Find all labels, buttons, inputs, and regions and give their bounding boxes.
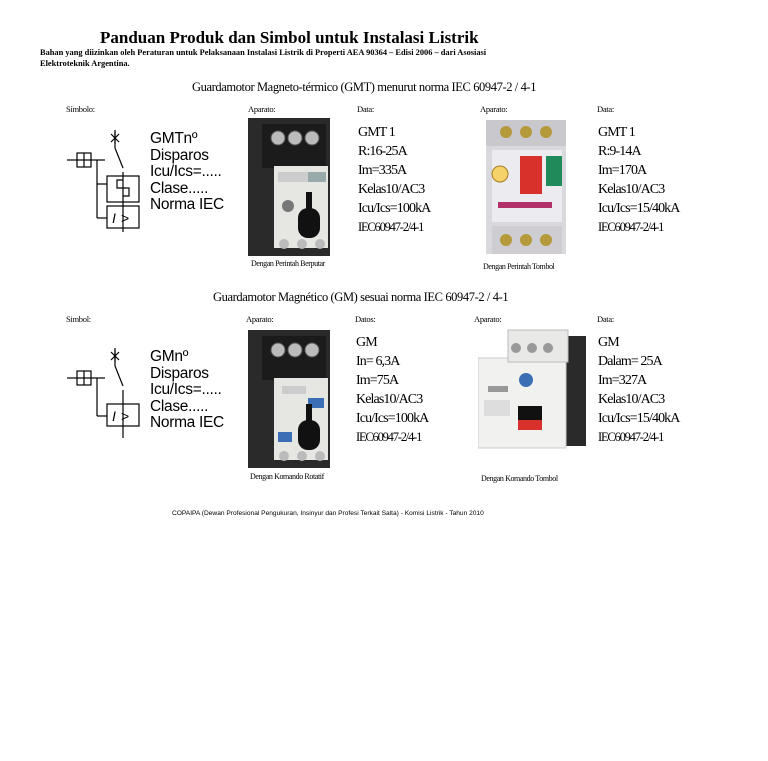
gm-data1-line: Kelas10/AC3 [356, 392, 423, 407]
gmt-symbol-label: Símbolo: [66, 104, 95, 114]
gmt-rotary-device-image [248, 116, 330, 256]
gm-caption2: Dengan Komando Tombol [481, 474, 558, 483]
gm-data1-line: Im=75A [356, 373, 399, 388]
gmt-symbol-line: Icu/Ics=..... [150, 163, 222, 180]
gmt-data2-line: R:9-14A [598, 144, 642, 159]
gm-rotary-device-image [248, 328, 330, 468]
gmt-symbol-diagram: I > [65, 128, 225, 236]
gm-symbol-line: Norma IEC [150, 414, 224, 431]
gmt-data1-line: Kelas10/AC3 [358, 182, 425, 197]
gmt-data1-line: Im=335A [358, 163, 407, 178]
gmt-data2-block: GMT 1 R:9-14A Im=170A Kelas10/AC3 Icu/Ic… [598, 123, 680, 237]
svg-text:>: > [121, 408, 129, 424]
gmt-data1-line: GMT 1 [358, 125, 396, 140]
gmt-data2-line: Icu/Ics=15/40kA [598, 201, 680, 216]
gmt-data2-line: Im=170A [598, 163, 647, 178]
gm-data2-line: Dalam= 25A [598, 354, 663, 369]
gm-data1-label: Datos: [355, 314, 376, 324]
gm-data1-line: Icu/Ics=100kA [356, 411, 429, 426]
page-footer: COPAIPA (Dewan Profesional Pengukuran, I… [172, 510, 484, 517]
gmt-data2-line: GMT 1 [598, 125, 636, 140]
gm-data2-label: Data: [597, 314, 614, 324]
gmt-symbol-text: GMTnº Disparos Icu/Ics=..... Clase..... … [150, 130, 224, 214]
gm-data1-line: In= 6,3A [356, 354, 400, 369]
gm-breaker-symbol-icon: I > [67, 348, 140, 438]
gmt-device1-label: Aparato: [248, 104, 276, 114]
gmt-data1-line: R:16-25A [358, 144, 408, 159]
gm-heading: Guardamotor Magnético (GM) sesuai norma … [213, 290, 509, 304]
gm-symbol-label: Simbol: [66, 314, 91, 324]
gm-device2-label: Aparato: [474, 314, 502, 324]
gmt-symbol-line: GMTnº [150, 130, 198, 147]
gm-data2-block: GM Dalam= 25A Im=327A Kelas10/AC3 Icu/Ic… [598, 333, 680, 447]
svg-text:I: I [112, 210, 116, 226]
gm-caption1: Dengan Komando Rotatif [250, 472, 324, 481]
gmt-data1-block: GMT 1 R:16-25A Im=335A Kelas10/AC3 Icu/I… [358, 123, 431, 237]
gmt-symbol-line: Disparos [150, 146, 209, 164]
gm-symbol-line: GMnº [150, 348, 189, 365]
page-title: Panduan Produk dan Simbol untuk Instalas… [100, 28, 479, 47]
gmt-data2-line: Kelas10/AC3 [598, 182, 665, 197]
gm-data2-line: Icu/Ics=15/40kA [598, 411, 680, 426]
gm-pushbutton-device-image [478, 328, 588, 454]
gm-data2-line: GM [598, 335, 620, 350]
gmt-breaker-symbol-icon: I > [67, 130, 140, 232]
gmt-data2-line: IEC60947-2/4-1 [598, 220, 664, 234]
gmt-caption1: Dengan Perintah Berputar [251, 259, 325, 268]
gmt-heading: Guardamotor Magneto-térmico (GMT) menuru… [192, 80, 537, 94]
gmt-symbol-line: Norma IEC [150, 196, 224, 213]
gmt-device2-label: Aparato: [480, 104, 508, 114]
gm-data1-line: GM [356, 335, 378, 350]
gm-symbol-text: GMnº Disparos Icu/Ics=..... Clase..... N… [150, 348, 224, 432]
gm-data2-line: IEC60947-2/4-1 [598, 430, 664, 444]
gmt-data1-line: IEC60947-2/4-1 [358, 220, 424, 234]
gm-data1-block: GM In= 6,3A Im=75A Kelas10/AC3 Icu/Ics=1… [356, 333, 429, 447]
gmt-data1-line: Icu/Ics=100kA [358, 201, 431, 216]
gmt-pushbutton-device-image [484, 118, 568, 256]
gm-data2-line: Kelas10/AC3 [598, 392, 665, 407]
gmt-symbol-line: Clase..... [150, 179, 209, 197]
svg-text:>: > [121, 210, 129, 226]
gmt-data2-label: Data: [597, 104, 614, 114]
page-subtitle: Bahan yang diizinkan oleh Peraturan untu… [40, 48, 487, 68]
gmt-caption2: Dengan Perintah Tombol [483, 262, 555, 271]
gm-symbol-line: Clase..... [150, 397, 209, 415]
gmt-data1-label: Data: [357, 104, 374, 114]
gm-symbol-diagram: I > [65, 346, 225, 454]
svg-text:I: I [112, 408, 116, 424]
gm-device1-label: Aparato: [246, 314, 274, 324]
gm-data1-line: IEC60947-2/4-1 [356, 430, 422, 444]
gm-symbol-line: Disparos [150, 364, 209, 382]
gm-symbol-line: Icu/Ics=..... [150, 381, 222, 398]
gm-data2-line: Im=327A [598, 373, 647, 388]
